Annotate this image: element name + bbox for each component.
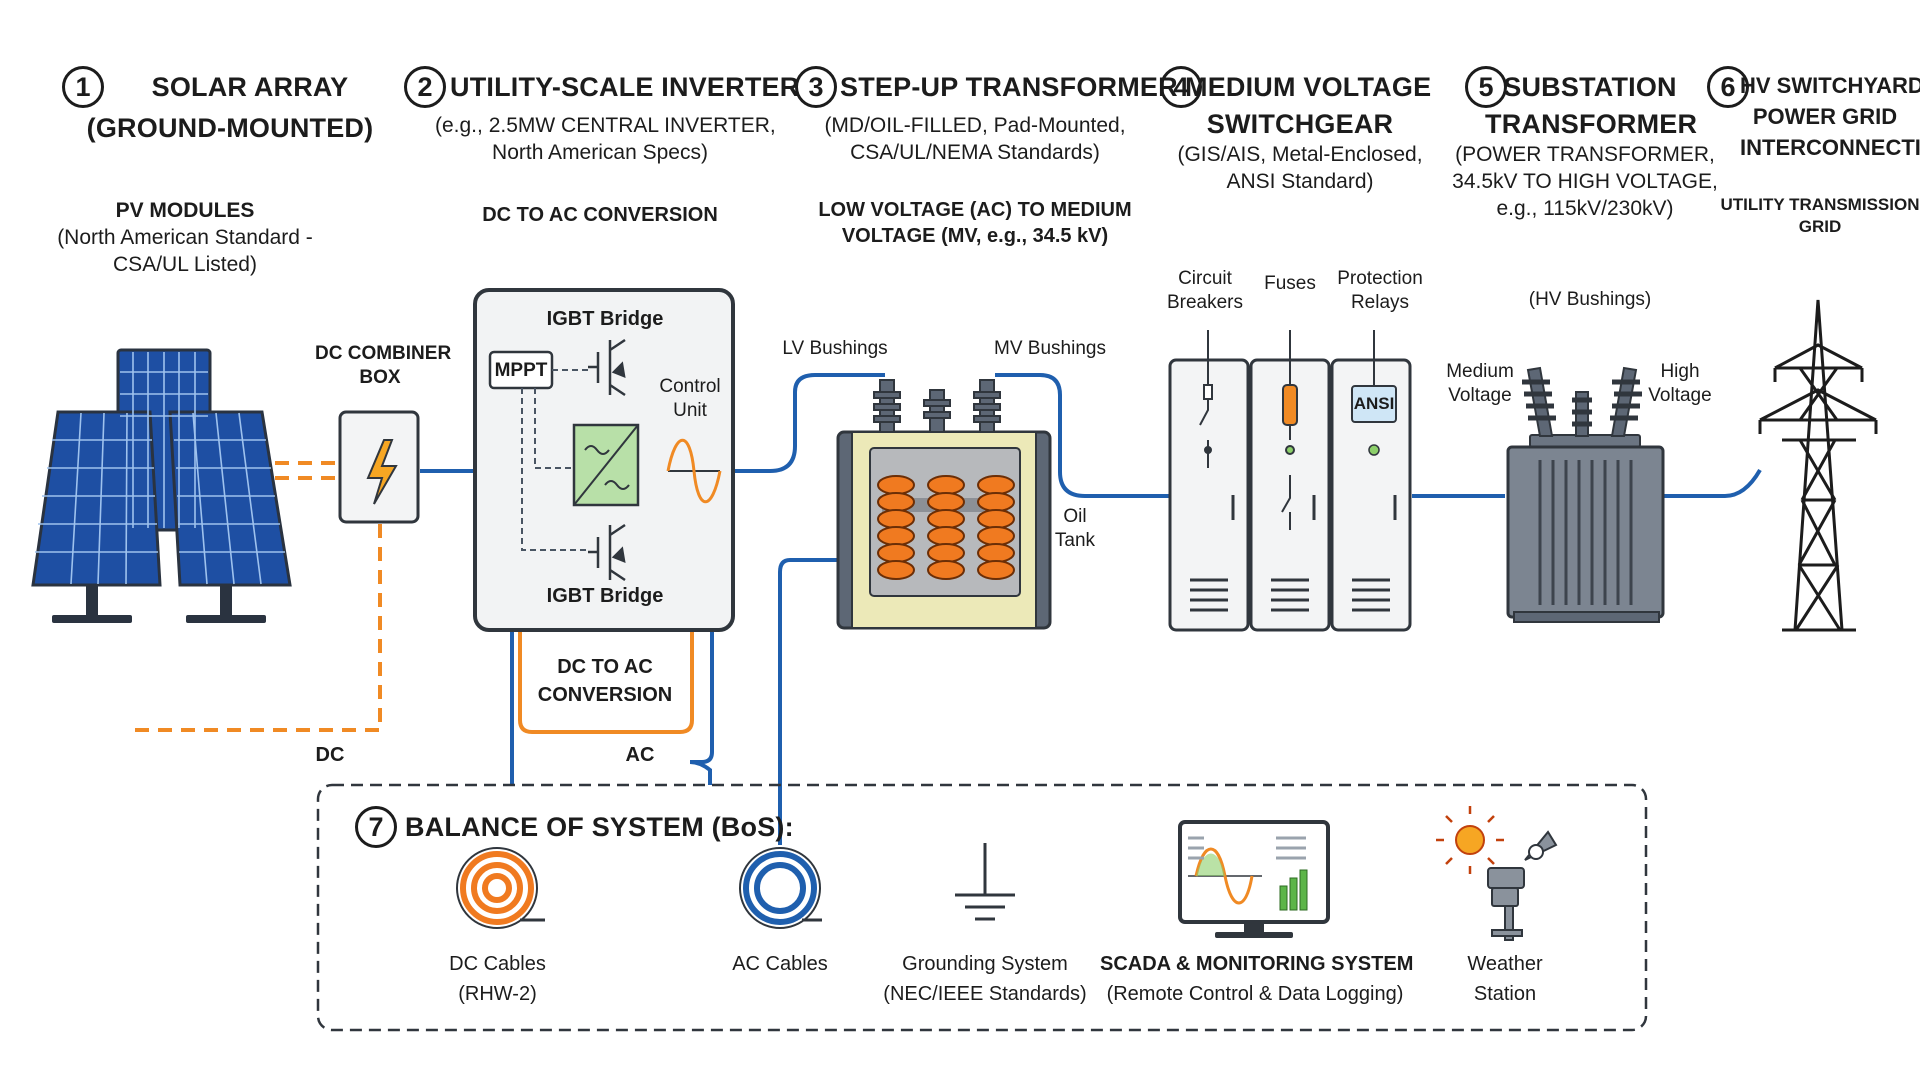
step-up-transformer (836, 379, 1052, 630)
lv-bushings-label: LV Bushings (782, 338, 888, 359)
igbt-bottom-label: IGBT Bridge (546, 585, 664, 607)
step-number-3: 3 (795, 66, 837, 108)
stage-2-subtitle: DC TO AC CONVERSION (482, 204, 718, 226)
dc-wires (130, 461, 382, 732)
ac-cable-reel-icon (739, 847, 822, 929)
bos-item-scada: SCADA & MONITORING SYSTEM(Remote Control… (1100, 953, 1414, 1005)
ac-wires (420, 373, 1762, 845)
solar-panels-icon (31, 348, 292, 623)
step-number-4: 4 (1160, 66, 1202, 108)
fuses-label: Fuses (1264, 273, 1316, 294)
stage-4-spec: (GIS/AIS, Metal-Enclosed,ANSI Standard) (1177, 143, 1423, 193)
dc-label: DC (315, 744, 345, 766)
transmission-tower-icon (1758, 299, 1878, 632)
bos-item-dc-cables: DC Cables(RHW-2) (449, 953, 546, 1005)
igbt-top-label: IGBT Bridge (546, 308, 664, 330)
igbt-top-icon (588, 338, 626, 397)
stage-5-spec: (POWER TRANSFORMER,34.5kV TO HIGH VOLTAG… (1452, 143, 1718, 220)
stage-3-spec: (MD/OIL-FILLED, Pad-Mounted,CSA/UL/NEMA … (824, 114, 1126, 164)
mppt-label: MPPT (494, 360, 548, 381)
igbt-bottom-icon (588, 523, 626, 582)
substation-transformer (1506, 366, 1665, 623)
bos-title: BALANCE OF SYSTEM (BoS): (405, 812, 794, 842)
lv-bushing-icons (873, 379, 1001, 433)
protection-relay-icon (1351, 330, 1397, 456)
step-number-2: 2 (404, 66, 446, 108)
step-number-1: 1 (62, 66, 104, 108)
stage-3-title: STEP-UP TRANSFORMER (840, 72, 1178, 102)
bos-box (316, 783, 1648, 1032)
ansi-badge: ANSI (1353, 394, 1395, 413)
bos-item-grounding: Grounding System(NEC/IEEE Standards) (883, 953, 1087, 1005)
stage-6-title: HV SWITCHYARD &POWER GRIDINTERCONNECTION (1740, 73, 1920, 161)
hv-bushing-icons (1522, 366, 1642, 437)
mv-bushings-label: MV Bushings (994, 338, 1106, 359)
scada-monitor-icon (1178, 820, 1330, 938)
stage-1-title: SOLAR ARRAY (GROUND-MOUNTED) (86, 72, 374, 143)
switchgear-cabinets (1168, 330, 1412, 632)
hv-bushings-label: (HV Bushings) (1528, 289, 1652, 310)
weather-station-icon (1436, 806, 1558, 941)
step-number-6: 6 (1707, 66, 1749, 108)
coil-icons (877, 475, 1015, 580)
stage-1-subtitle: PV MODULES (North American Standard - CS… (57, 199, 313, 276)
fuse-icon (1281, 330, 1298, 530)
sine-wave-icon (666, 438, 722, 504)
ground-icon (955, 843, 1015, 921)
stage-2-spec: (e.g., 2.5MW CENTRAL INVERTER,North Amer… (435, 114, 776, 164)
circuit-breaker-icon (1199, 330, 1213, 468)
step-number-5: 5 (1465, 66, 1507, 108)
dc-combiner-box (338, 410, 420, 524)
bos-item-ac-cables: AC Cables (732, 953, 828, 975)
conversion-loop (518, 632, 694, 734)
lightning-icon (366, 439, 398, 505)
stage-2-title: UTILITY-SCALE INVERTER (450, 72, 800, 102)
ac-label: AC (625, 744, 655, 766)
step-number-7: 7 (355, 806, 397, 848)
inverter-cabinet (473, 288, 735, 632)
dc-cable-reel-icon (456, 847, 545, 929)
